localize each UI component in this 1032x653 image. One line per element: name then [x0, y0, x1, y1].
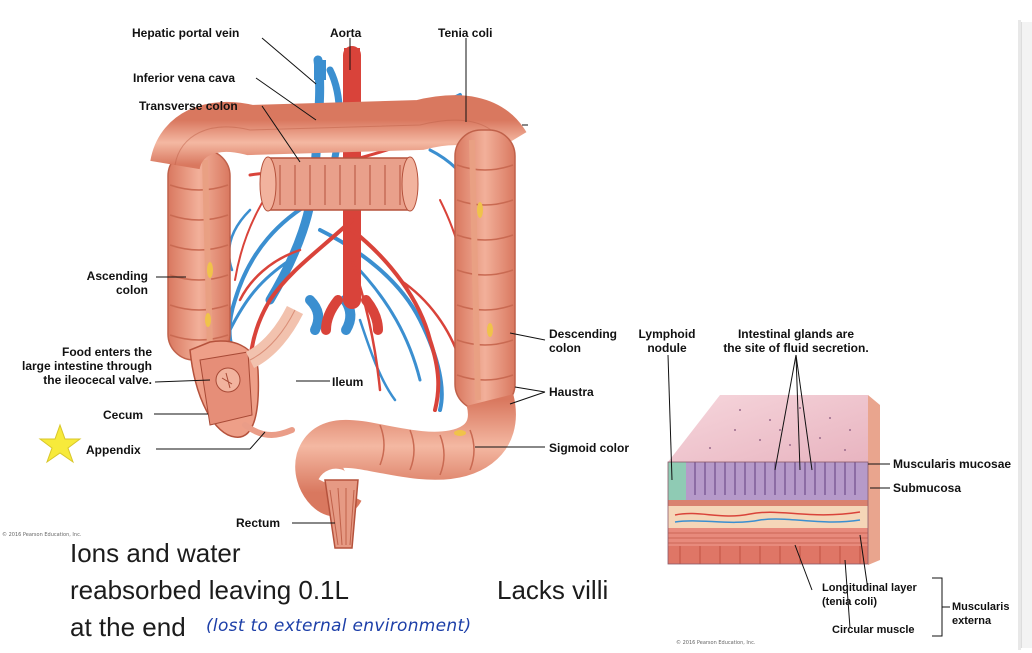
appendix [245, 425, 292, 435]
label-longitudinal-line2: (tenia coli) [822, 595, 917, 609]
label-intestinal-glands: Intestinal glands are the site of fluid … [716, 327, 876, 355]
ascending-colon [168, 150, 230, 360]
label-ileum: Ileum [332, 375, 363, 389]
label-inferior-vena-cava: Inferior vena cava [133, 71, 235, 85]
label-lymphoid-line1: Lymphoid [632, 327, 702, 341]
label-lymphoid-line2: nodule [632, 341, 702, 355]
label-glands-line2: the site of fluid secretion. [716, 341, 876, 355]
rectum [325, 480, 358, 548]
label-submucosa: Submucosa [893, 481, 961, 495]
descending-colon [455, 130, 515, 417]
label-sigmoid-colon: Sigmoid color [549, 441, 629, 455]
label-muscularis-externa-line1: Muscularis [952, 600, 1009, 614]
handwritten-note: (lost to external environment) [206, 616, 471, 636]
label-muscularis-externa-line2: externa [952, 614, 1009, 628]
colon-wall-section [668, 395, 880, 565]
label-food-enters-line3: the ileocecal valve. [2, 373, 152, 387]
copyright-right: © 2016 Pearson Education, Inc. [676, 640, 755, 646]
label-descending-colon: Descending colon [549, 327, 617, 355]
sigmoid-colon [319, 400, 492, 493]
label-descending-colon-line1: Descending [549, 327, 617, 341]
label-food-enters: Food enters the large intestine through … [2, 345, 152, 387]
label-ascending-colon-line1: Ascending [76, 269, 148, 283]
label-haustra: Haustra [549, 385, 594, 399]
note-line-1: Ions and water [70, 538, 241, 568]
label-muscularis-mucosae: Muscularis mucosae [893, 457, 1011, 471]
label-hepatic-portal-vein: Hepatic portal vein [132, 26, 239, 40]
label-cecum: Cecum [103, 408, 143, 422]
label-tenia-coli: Tenia coli [438, 26, 492, 40]
label-longitudinal-layer: Longitudinal layer (tenia coli) [822, 581, 917, 609]
label-ascending-colon: Ascending colon [76, 269, 148, 297]
label-descending-colon-line2: colon [549, 341, 617, 355]
label-rectum: Rectum [236, 516, 280, 530]
label-aorta: Aorta [330, 26, 361, 40]
label-transverse-colon: Transverse colon [139, 99, 238, 113]
label-longitudinal-line1: Longitudinal layer [822, 581, 917, 595]
label-appendix: Appendix [86, 443, 141, 457]
star-marker [40, 425, 80, 462]
note-line-2: reabsorbed leaving 0.1L [70, 575, 349, 605]
label-ascending-colon-line2: colon [76, 283, 148, 297]
note-line-3: at the end [70, 612, 186, 642]
label-lymphoid-nodule: Lymphoid nodule [632, 327, 702, 355]
note-lacks-villi: Lacks villi [497, 575, 608, 605]
label-food-enters-line2: large intestine through [2, 359, 152, 373]
label-glands-line1: Intestinal glands are [716, 327, 876, 341]
label-circular-muscle: Circular muscle [832, 623, 915, 637]
label-food-enters-line1: Food enters the [2, 345, 152, 359]
label-muscularis-externa: Muscularis externa [952, 600, 1009, 628]
